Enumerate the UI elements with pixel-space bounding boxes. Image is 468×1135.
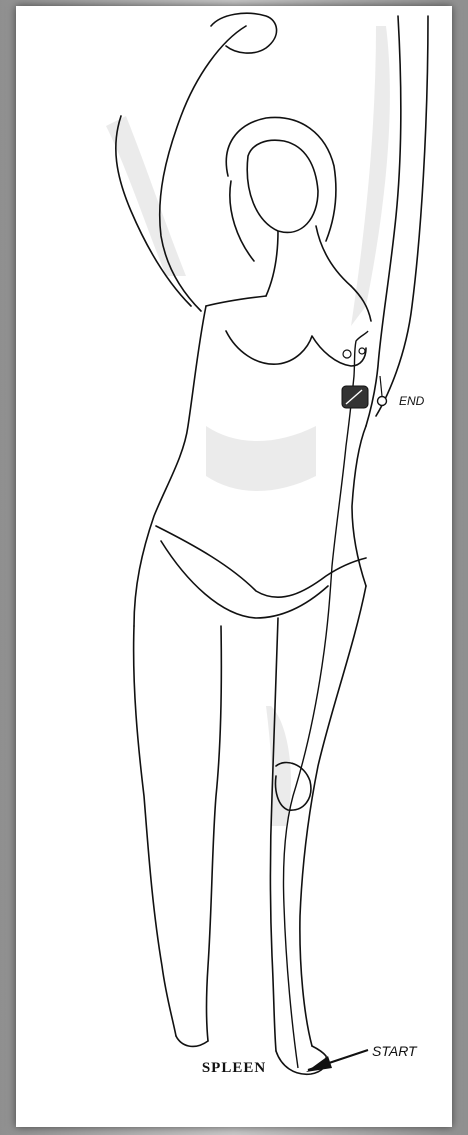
left-foot [176, 1036, 208, 1046]
head-outline [247, 140, 318, 232]
neck [266, 226, 351, 296]
end-label: END [399, 394, 425, 408]
spleen-meridian-figure: END START [16, 6, 452, 1127]
bikini-top [226, 331, 366, 366]
illustration-panel: END START SPLEEN [16, 6, 452, 1127]
start-label: START [372, 1043, 418, 1059]
body-shading [106, 26, 390, 826]
right-leg-outer [300, 586, 366, 1046]
shoulder-line [206, 286, 371, 321]
torso-left [134, 306, 206, 626]
bikini-bottom [156, 526, 366, 597]
left-leg-inner [207, 626, 222, 1041]
chest-point-marker [342, 386, 368, 408]
figure-caption: SPLEEN [16, 1060, 452, 1077]
right-leg-inner [271, 618, 279, 1051]
left-leg-outer [134, 626, 176, 1036]
